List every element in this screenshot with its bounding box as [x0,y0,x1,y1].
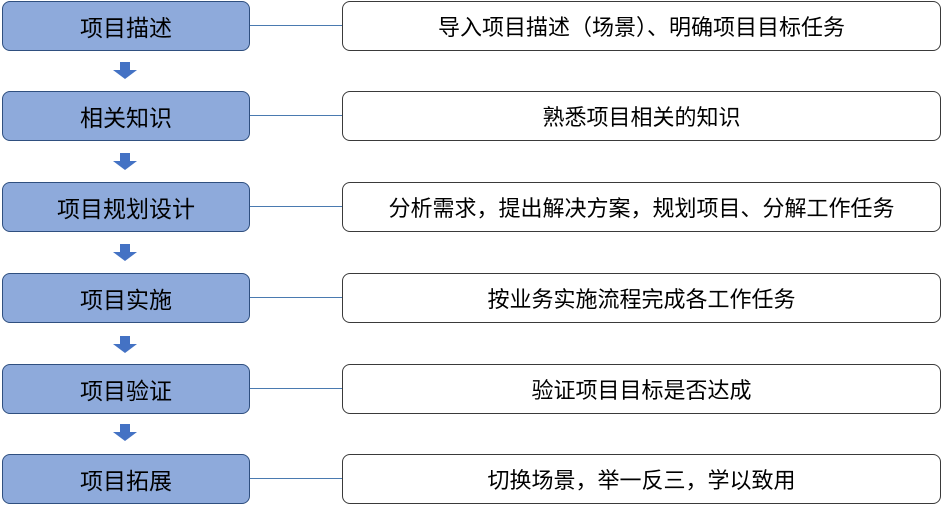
down-arrow-icon [113,424,137,441]
flow-row-5: 项目验证 验证项目目标是否达成 [0,364,943,416]
description-box-4: 按业务实施流程完成各工作任务 [342,273,941,323]
flow-row-1: 项目描述 导入项目描述（场景）、明确项目目标任务 [0,1,943,53]
step-box-2: 相关知识 [2,91,250,141]
flow-row-3: 项目规划设计 分析需求，提出解决方案，规划项目、分解工作任务 [0,182,943,234]
step-box-3: 项目规划设计 [2,182,250,232]
description-box-3: 分析需求，提出解决方案，规划项目、分解工作任务 [342,182,941,232]
step-box-4: 项目实施 [2,273,250,323]
description-box-1: 导入项目描述（场景）、明确项目目标任务 [342,1,941,51]
down-arrow-icon [113,62,137,79]
connector-line-5 [250,388,342,389]
connector-line-1 [250,25,342,26]
down-arrow-icon [113,336,137,353]
down-arrow-icon [113,244,137,261]
connector-line-4 [250,297,342,298]
step-box-5: 项目验证 [2,364,250,414]
step-box-1: 项目描述 [2,1,250,51]
connector-line-2 [250,115,342,116]
description-box-2: 熟悉项目相关的知识 [342,91,941,141]
down-arrow-icon [113,153,137,170]
description-box-5: 验证项目目标是否达成 [342,364,941,414]
flow-row-2: 相关知识 熟悉项目相关的知识 [0,91,943,143]
connector-line-3 [250,206,342,207]
flow-row-4: 项目实施 按业务实施流程完成各工作任务 [0,273,943,325]
connector-line-6 [250,478,342,479]
flow-row-6: 项目拓展 切换场景，举一反三，学以致用 [0,454,943,506]
step-box-6: 项目拓展 [2,454,250,504]
description-box-6: 切换场景，举一反三，学以致用 [342,454,941,504]
